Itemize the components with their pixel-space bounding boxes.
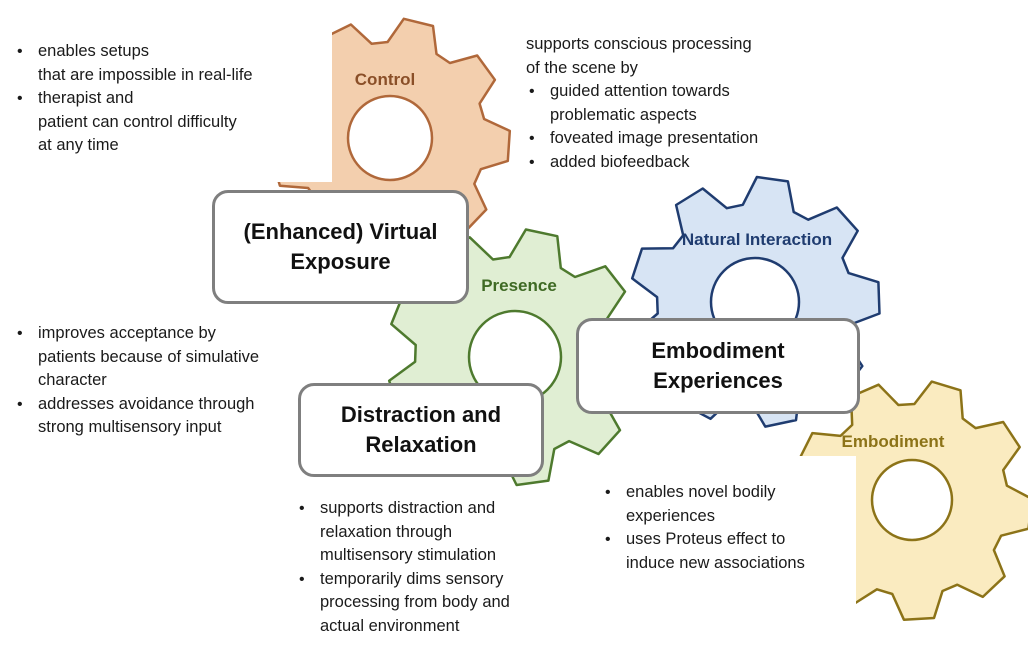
distraction-relaxation-box: Distraction and Relaxation — [298, 383, 544, 477]
list-item: uses Proteus effect to induce new associ… — [602, 528, 805, 575]
list-item: addresses avoidance through strong multi… — [14, 393, 259, 440]
control-gear-mask — [250, 22, 332, 182]
gear-label-control: Control — [354, 70, 416, 89]
list-item: enables setups that are impossible in re… — [14, 40, 253, 87]
distraction-relaxation-title-line-1: Distraction and — [340, 402, 502, 427]
list-item: added biofeedback — [526, 151, 758, 175]
gear-label-natural-interaction: Natural Interaction — [681, 230, 833, 249]
list-item: enables novel bodily experiences — [602, 481, 805, 528]
virtual-exposure-title-line-1: (Enhanced) Virtual — [243, 219, 438, 244]
virtual-exposure-title-line-2: Exposure — [290, 249, 391, 274]
list-item: supports distraction and relaxation thro… — [296, 497, 510, 568]
distraction-relaxation-title-line-2: Relaxation — [365, 432, 477, 457]
embodiment-experiences-title-line-2: Experiences — [653, 368, 783, 393]
distraction-notes: supports distraction and relaxation thro… — [296, 497, 510, 638]
conscious-processing-lead: supports conscious processing of the sce… — [526, 35, 752, 77]
embodiment-experiences-box: Embodiment Experiences — [576, 318, 860, 414]
gear-label-embodiment: Embodiment — [841, 432, 945, 451]
acceptance-notes: improves acceptance by patients because … — [14, 322, 259, 440]
list-item: foveated image presentation — [526, 127, 758, 151]
embodiment-notes: enables novel bodily experiences uses Pr… — [602, 481, 805, 575]
list-item: guided attention towards problematic asp… — [526, 80, 758, 127]
list-item: temporarily dims sensory processing from… — [296, 568, 510, 639]
embodiment-experiences-title-line-1: Embodiment — [651, 338, 785, 363]
list-item: therapist and patient can control diffic… — [14, 87, 253, 158]
control-notes: enables setups that are impossible in re… — [14, 40, 253, 158]
gear-label-presence: Presence — [481, 276, 557, 295]
virtual-exposure-box: (Enhanced) Virtual Exposure — [212, 190, 469, 304]
conscious-processing-notes: supports conscious processing of the sce… — [526, 33, 758, 174]
list-item: improves acceptance by patients because … — [14, 322, 259, 393]
